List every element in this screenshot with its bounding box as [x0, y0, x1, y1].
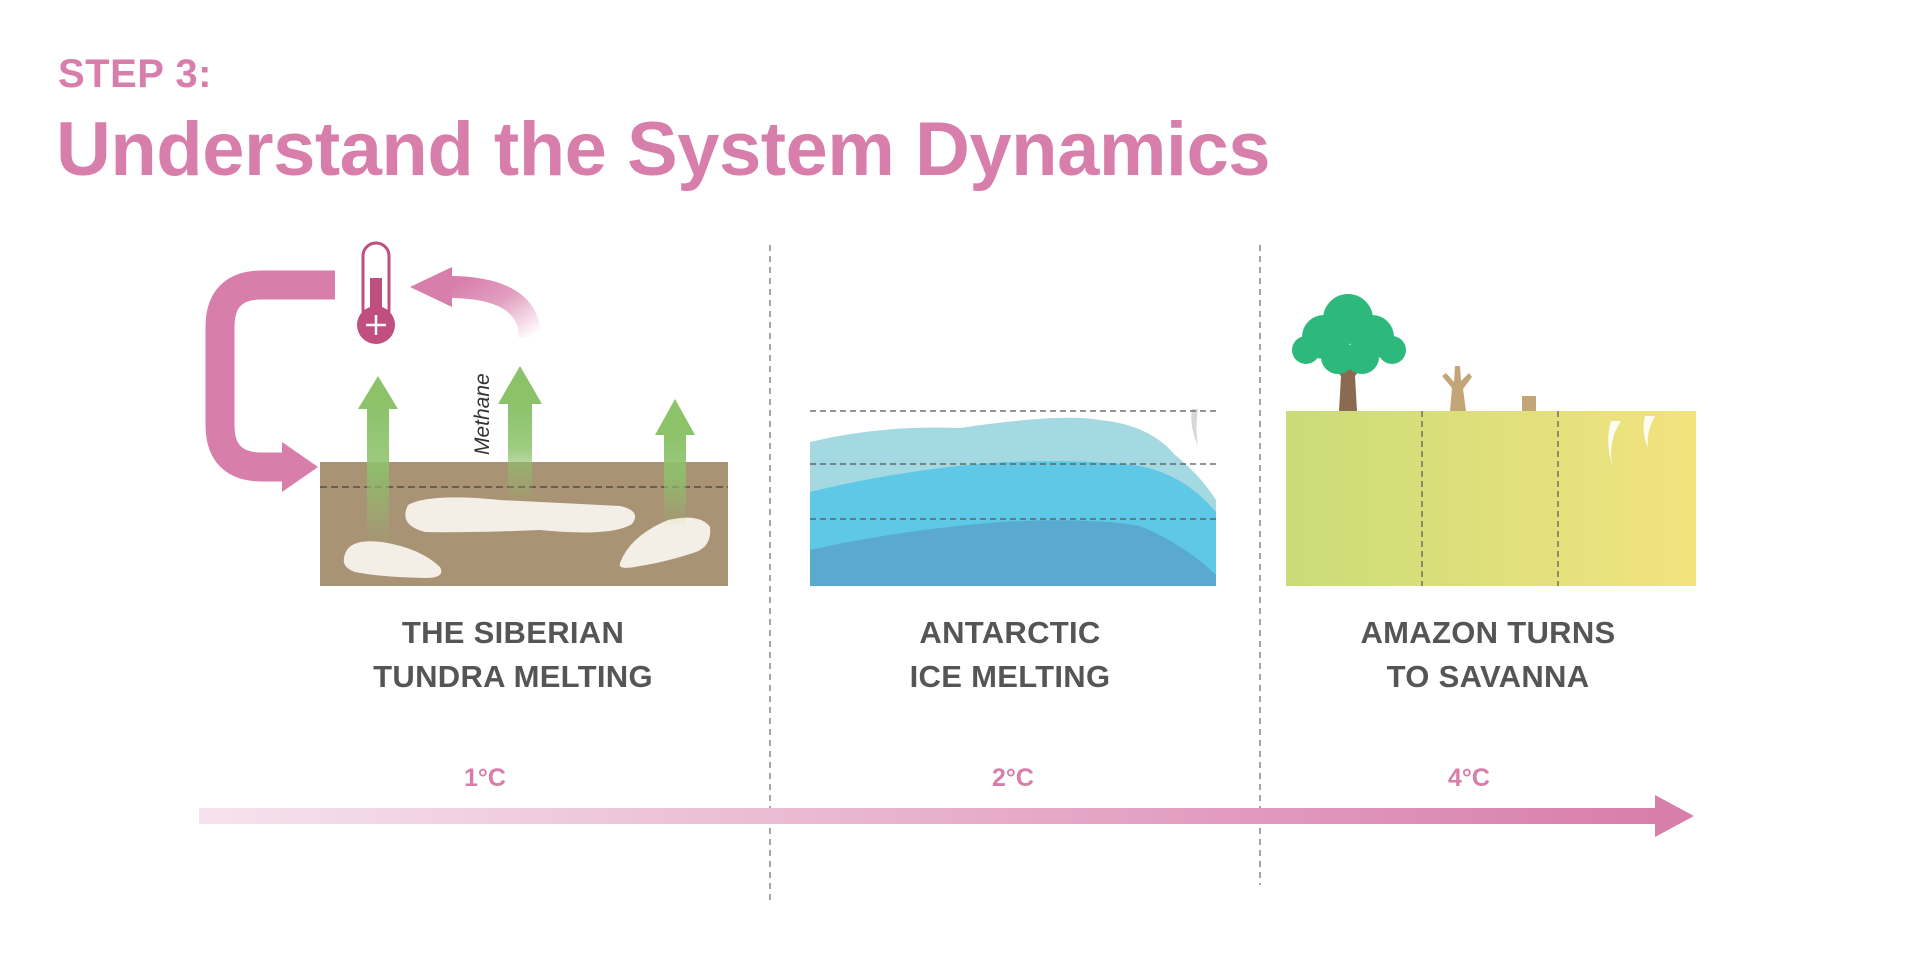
caption-line: TO SAVANNA — [1278, 655, 1698, 699]
temperature-label-2c: 2°C — [953, 764, 1073, 793]
dead-tree-icon — [1442, 366, 1472, 411]
caption-line: TUNDRA MELTING — [303, 655, 723, 699]
panel-caption-antarctic-ice: ANTARCTIC ICE MELTING — [800, 611, 1220, 699]
caption-line: ANTARCTIC — [800, 611, 1220, 655]
ice-sheet-graphic — [810, 409, 1216, 586]
methane-label: Methane — [471, 373, 494, 455]
temperature-label-1c: 1°C — [425, 764, 545, 793]
caption-line: ICE MELTING — [800, 655, 1220, 699]
caption-line: AMAZON TURNS — [1278, 611, 1698, 655]
curved-arrow-icon — [410, 267, 530, 338]
stump-icon — [1522, 396, 1536, 411]
thermometer-icon — [357, 243, 395, 344]
savanna-block — [1286, 411, 1696, 586]
panel-caption-amazon-savanna: AMAZON TURNS TO SAVANNA — [1278, 611, 1698, 699]
panel-caption-siberian-tundra: THE SIBERIAN TUNDRA MELTING — [303, 611, 723, 699]
caption-line: THE SIBERIAN — [303, 611, 723, 655]
tree-icon — [1292, 294, 1406, 411]
temperature-label-4c: 4°C — [1409, 764, 1529, 793]
feedback-loop-arrow-icon — [220, 285, 335, 492]
temperature-timeline-arrow — [199, 795, 1694, 837]
